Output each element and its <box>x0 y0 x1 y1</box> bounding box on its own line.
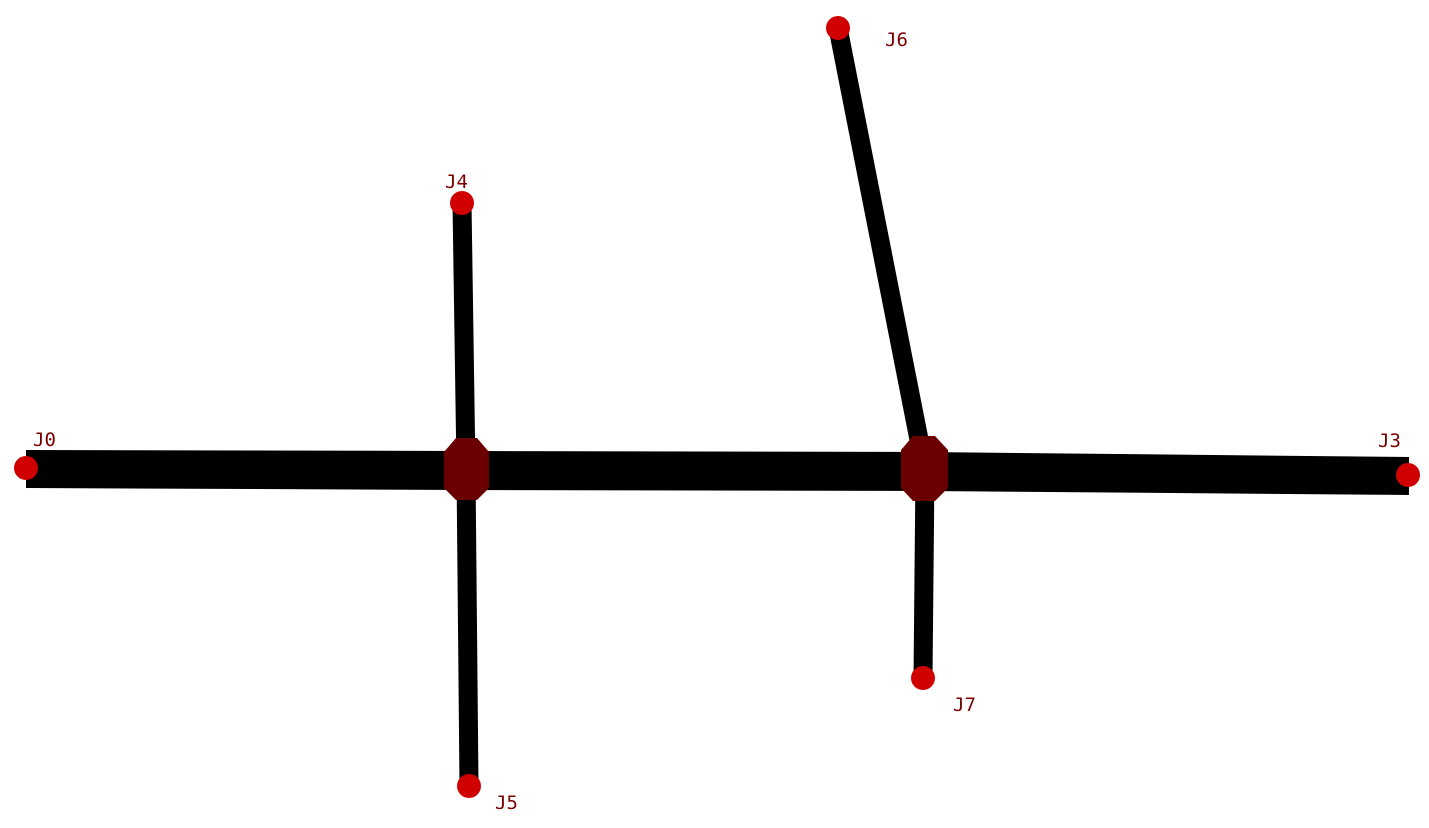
label-j7: J7 <box>953 694 976 716</box>
intersections <box>444 436 948 501</box>
label-j5: J5 <box>495 792 518 814</box>
endpoint-j5 <box>457 774 481 798</box>
endpoint-j7 <box>911 666 935 690</box>
road-j4-to-center-west <box>452 202 476 471</box>
endpoint-j3 <box>1396 463 1420 487</box>
road-j6-to-center-east <box>828 26 935 472</box>
label-j3: J3 <box>1378 430 1401 452</box>
endpoint-j6 <box>826 16 850 40</box>
road-j0-to-center-west <box>26 450 466 490</box>
label-j6: J6 <box>885 29 908 51</box>
endpoint-j0 <box>14 456 38 480</box>
road-center-east-to-j3 <box>925 452 1409 495</box>
endpoint-j4 <box>450 191 474 215</box>
intersection-node-west <box>444 438 489 500</box>
road-center-east-to-j7 <box>913 469 935 679</box>
node-labels: J0 J3 J4 J5 J6 J7 <box>33 29 1401 814</box>
endpoints <box>14 16 1420 798</box>
intersection-node-east <box>901 436 948 501</box>
label-j4: J4 <box>445 171 468 193</box>
label-j0: J0 <box>33 429 56 451</box>
road-center-west-to-center-east <box>466 451 925 491</box>
road-segments <box>26 26 1409 787</box>
road-center-west-to-j5 <box>456 469 479 787</box>
